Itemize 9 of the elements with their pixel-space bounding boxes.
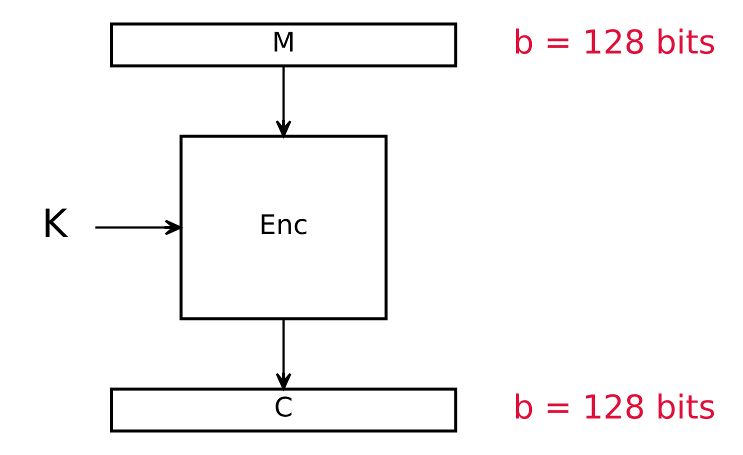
node-label: b = 128 bits xyxy=(512,387,716,426)
node-label: b = 128 bits xyxy=(512,22,716,62)
node-box: Enc xyxy=(180,134,388,320)
node-text: K xyxy=(42,202,68,247)
arrow xyxy=(276,66,292,138)
node-box: M xyxy=(110,22,458,68)
node-box: C xyxy=(110,388,458,433)
arrow xyxy=(276,319,292,390)
arrow xyxy=(95,220,182,236)
